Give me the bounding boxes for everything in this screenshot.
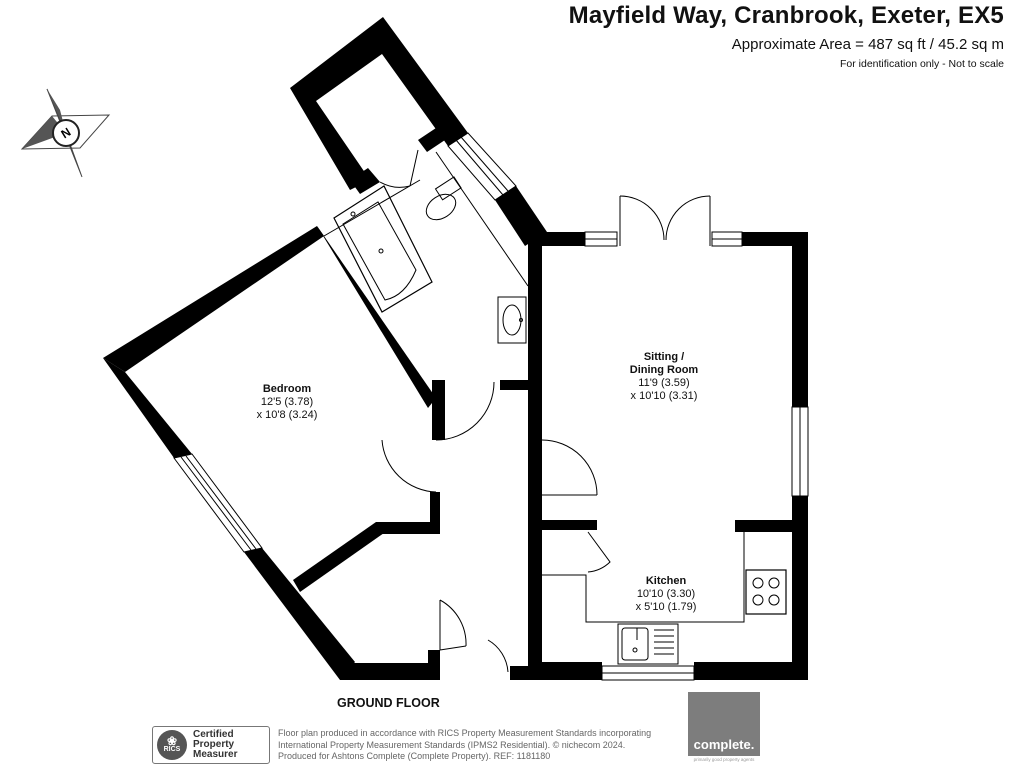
room-name: Kitchen <box>645 575 687 587</box>
room-label-sitting-dining: Sitting / Dining Room 11'9 (3.59) x 10'1… <box>616 351 712 403</box>
room-dimension: x 10'8 (3.24) <box>256 409 318 421</box>
disclaimer-line: Produced for Ashtons Complete (Complete … <box>278 751 551 761</box>
approximate-area: Approximate Area = 487 sq ft / 45.2 sq m <box>731 36 1004 53</box>
walls <box>103 17 808 680</box>
room-name: Bedroom <box>262 383 312 395</box>
rics-line: Certified <box>193 729 234 740</box>
rics-mark: RICS <box>163 746 181 753</box>
compass-icon <box>20 88 111 178</box>
rics-line: Measurer <box>193 749 238 760</box>
room-dimension: 10'10 (3.30) <box>636 588 696 600</box>
room-dimension: x 5'10 (1.79) <box>635 601 697 613</box>
rics-logo-icon: ❀ RICS <box>157 730 187 760</box>
brand-logo: complete. <box>688 692 760 756</box>
brand-tagline: primarily good property agents <box>693 757 755 762</box>
floor-label: GROUND FLOOR <box>337 696 440 710</box>
disclaimer-line: International Property Measurement Stand… <box>278 739 626 750</box>
room-dimension: 12'5 (3.78) <box>260 396 314 408</box>
room-dimension: x 10'10 (3.31) <box>630 390 698 402</box>
rics-certified-badge: ❀ RICS Certified Property Measurer <box>152 726 270 764</box>
room-name-line2: Dining Room <box>629 364 699 376</box>
fixtures <box>173 132 809 681</box>
room-label-kitchen: Kitchen 10'10 (3.30) x 5'10 (1.79) <box>620 575 712 614</box>
room-name: Sitting / <box>643 351 685 363</box>
page-title: Mayfield Way, Cranbrook, Exeter, EX5 <box>568 2 1004 29</box>
disclaimer-line: Floor plan produced in accordance with R… <box>278 728 652 738</box>
disclaimer: Floor plan produced in accordance with R… <box>278 728 651 763</box>
brand-name: complete. <box>693 737 755 752</box>
rics-line: Property <box>193 739 235 750</box>
room-dimension: 11'9 (3.59) <box>638 377 690 389</box>
scale-note: For identification only - Not to scale <box>840 58 1004 70</box>
room-label-bedroom: Bedroom 12'5 (3.78) x 10'8 (3.24) <box>244 383 330 422</box>
